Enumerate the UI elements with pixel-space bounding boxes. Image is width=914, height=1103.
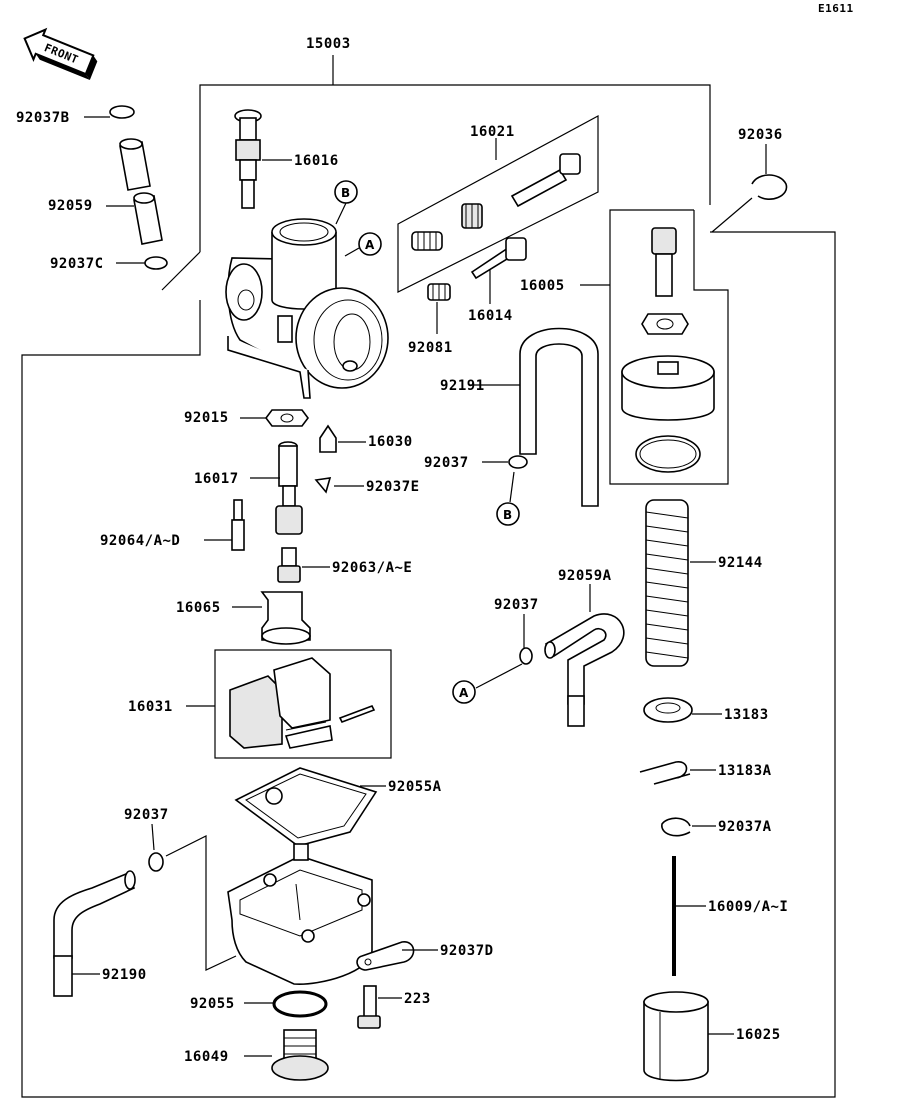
label-92037d: 92037D [440, 943, 494, 959]
adjuster-screw [651, 227, 677, 297]
bolt-223 [357, 985, 402, 1029]
label-16017: 16017 [194, 471, 239, 487]
callout-a-top: A [344, 232, 382, 257]
clip-92037-low [148, 823, 237, 971]
label-16016: 16016 [294, 153, 339, 169]
diagram-id: E1611 [818, 2, 854, 15]
washer-13183 [643, 697, 722, 723]
label-16005: 16005 [520, 278, 565, 294]
clip-92037c [116, 256, 168, 270]
assembly-outline [21, 55, 836, 1098]
label-92064: 92064/A~D [100, 533, 180, 549]
svg-text:B: B [341, 186, 350, 200]
label-16049: 16049 [184, 1049, 229, 1065]
label-92059a: 92059A [558, 568, 612, 584]
label-92037-low: 92037 [124, 807, 169, 823]
label-92037-mid: 92037 [494, 597, 539, 613]
nut [641, 313, 689, 335]
label-15003: 15003 [306, 36, 351, 52]
jet-16030 [319, 424, 366, 453]
plate-92037d [356, 941, 438, 971]
clip-92037e [314, 477, 364, 494]
callout-b-top: B [334, 180, 358, 225]
gasket-92055a [234, 767, 386, 847]
pilot-jet-92064 [204, 499, 245, 551]
label-92144: 92144 [718, 555, 763, 571]
float-bowl [227, 843, 373, 985]
label-92015: 92015 [184, 410, 229, 426]
cap-gasket [635, 435, 701, 473]
label-92190: 92190 [102, 967, 147, 983]
label-92055: 92055 [190, 996, 235, 1012]
group-16021 [397, 114, 599, 293]
label-13183: 13183 [724, 707, 769, 723]
svg-text:B: B [503, 508, 512, 522]
label-16014: 16014 [468, 308, 513, 324]
label-92036: 92036 [738, 127, 783, 143]
label-92037c: 92037C [50, 256, 104, 272]
spring-92144 [645, 499, 716, 667]
jet-needle-16009 [672, 856, 706, 976]
spring-92081 [427, 283, 451, 334]
label-223: 223 [404, 991, 431, 1007]
carb-cap [621, 355, 715, 421]
spring-16021 [411, 231, 443, 251]
label-16021: 16021 [470, 124, 515, 140]
label-92191: 92191 [440, 378, 485, 394]
label-92037b: 92037B [16, 110, 70, 126]
hose-92059a [544, 584, 625, 727]
clip-92037a [661, 817, 716, 837]
front-arrow: FRONT [23, 27, 98, 80]
screw-16021 [510, 153, 581, 208]
throttle-valve-16025 [643, 991, 734, 1082]
label-16030: 16030 [368, 434, 413, 450]
clip-92037-top: B [482, 455, 528, 526]
needle-16014 [470, 237, 527, 304]
label-92063: 92063/A~E [332, 560, 412, 576]
svg-text:A: A [365, 238, 375, 252]
gear-16021 [461, 203, 483, 229]
group-16005 [580, 209, 729, 485]
circlip-92036 [711, 144, 788, 233]
needle-jet-16017 [250, 441, 303, 535]
label-92037a: 92037A [718, 819, 772, 835]
hose-92191 [470, 327, 599, 507]
float-16031 [186, 649, 392, 759]
label-16025: 16025 [736, 1027, 781, 1043]
screw-16016 [234, 109, 292, 209]
label-92081: 92081 [408, 340, 453, 356]
label-16009: 16009/A~I [708, 899, 788, 915]
main-jet-92063 [277, 547, 330, 583]
label-16031: 16031 [128, 699, 173, 715]
plug-16049 [244, 1029, 329, 1081]
label-92037e: 92037E [366, 479, 420, 495]
svg-text:A: A [459, 686, 469, 700]
hose-92190 [53, 870, 136, 997]
oring-92055 [244, 990, 328, 1018]
ring-92037b [84, 105, 135, 119]
clip-13183a [639, 761, 716, 785]
clip-92037-mid: A [452, 614, 533, 704]
nut-92015 [240, 409, 309, 427]
hose-92059 [106, 138, 163, 245]
label-13183a: 13183A [718, 763, 772, 779]
label-16065: 16065 [176, 600, 221, 616]
label-92037-top: 92037 [424, 455, 469, 471]
label-92059: 92059 [48, 198, 93, 214]
holder-16065 [232, 591, 311, 645]
label-92055a: 92055A [388, 779, 442, 795]
carburetor-body [225, 218, 389, 399]
